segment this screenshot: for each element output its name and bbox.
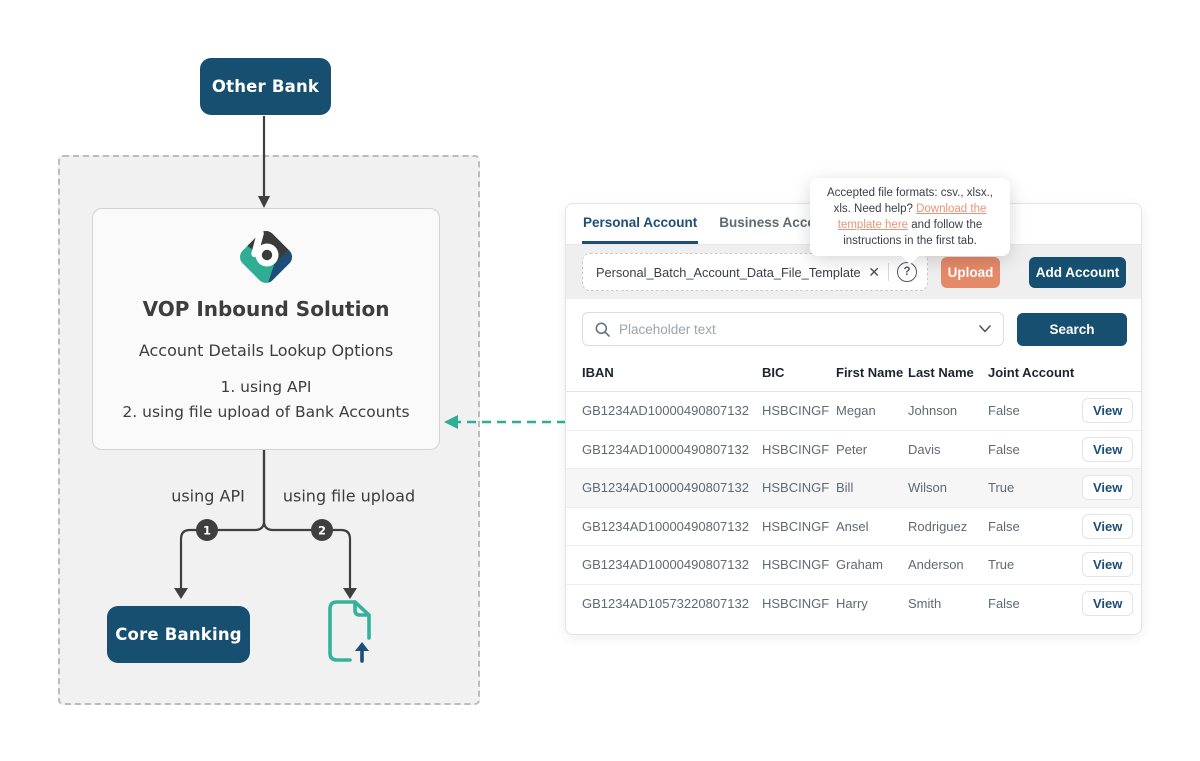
header-bic: BIC — [762, 365, 785, 380]
cell-bic: HSBCINGF — [762, 518, 830, 534]
cell-last-name: Davis — [908, 441, 941, 457]
chevron-down-icon[interactable] — [979, 325, 991, 333]
header-iban: IBAN — [582, 365, 614, 380]
table-row: GB1234AD10000490807132 HSBCINGF Peter Da… — [566, 431, 1141, 469]
view-button[interactable]: View — [1082, 436, 1134, 462]
help-icon[interactable]: ? — [897, 262, 917, 282]
table-row: GB1234AD10573220807132 HSBCINGF Harry Sm… — [566, 585, 1141, 624]
table-row: GB1234AD10000490807132 HSBCINGF Megan Jo… — [566, 392, 1141, 431]
header-first-name: First Name — [836, 365, 904, 380]
search-icon — [595, 322, 610, 337]
table-header-row: IBAN BIC First Name Last Name Joint Acco… — [566, 346, 1141, 392]
cell-first-name: Harry — [836, 596, 868, 612]
table-row: GB1234AD10000490807132 HSBCINGF Ansel Ro… — [566, 508, 1141, 546]
table-row: GB1234AD10000490807132 HSBCINGF Graham A… — [566, 546, 1141, 585]
view-button[interactable]: View — [1082, 552, 1134, 578]
cell-iban: GB1234AD10000490807132 — [582, 518, 749, 534]
file-upload-icon — [328, 600, 371, 663]
vop-solution-box: VOP Inbound Solution Account Details Loo… — [92, 208, 440, 450]
cell-bic: HSBCINGF — [762, 557, 830, 573]
cell-first-name: Ansel — [836, 518, 869, 534]
search-input[interactable]: Placeholder text — [582, 312, 1004, 346]
search-placeholder: Placeholder text — [619, 321, 716, 337]
cell-bic: HSBCINGF — [762, 596, 830, 612]
branch-label-using-api: using API — [171, 486, 245, 506]
divider — [888, 263, 889, 281]
cell-joint-account: False — [988, 403, 1020, 419]
view-button[interactable]: View — [1082, 591, 1134, 617]
cell-first-name: Megan — [836, 403, 876, 419]
tab-business-account-label: Business Account — [719, 215, 837, 230]
accounts-panel: Personal Account Business Account Person… — [565, 203, 1142, 635]
remove-file-icon[interactable]: ✕ — [868, 264, 880, 280]
view-button[interactable]: View — [1082, 513, 1134, 539]
cell-first-name: Peter — [836, 441, 868, 457]
tab-business-account[interactable]: Business Account — [718, 204, 837, 244]
cell-joint-account: False — [988, 596, 1020, 612]
header-joint-account: Joint Account — [988, 365, 1075, 380]
cell-iban: GB1234AD10000490807132 — [582, 480, 749, 496]
core-banking-node: Core Banking — [107, 606, 250, 663]
selected-file-chip: Personal_Batch_Account_Data_File_Templat… — [582, 253, 928, 291]
other-bank-label: Other Bank — [211, 77, 320, 96]
cell-last-name: Wilson — [908, 480, 948, 496]
solution-option-1: 1. using API — [220, 378, 312, 396]
vop-logo-icon — [236, 227, 296, 287]
solution-option-2: 2. using file upload of Bank Accounts — [122, 403, 410, 421]
tab-personal-account[interactable]: Personal Account — [582, 204, 699, 244]
search-row: Placeholder text Search — [566, 299, 1141, 346]
cell-last-name: Smith — [908, 596, 942, 612]
view-button[interactable]: View — [1082, 398, 1134, 424]
accounts-table: IBAN BIC First Name Last Name Joint Acco… — [566, 346, 1141, 623]
solution-options: 1. using API 2. using file upload of Ban… — [122, 375, 409, 425]
cell-joint-account: False — [988, 518, 1020, 534]
cell-bic: HSBCINGF — [762, 441, 830, 457]
cell-joint-account: True — [988, 480, 1015, 496]
solution-title: VOP Inbound Solution — [142, 297, 390, 321]
header-last-name: Last Name — [908, 365, 974, 380]
upload-button[interactable]: Upload — [941, 256, 1000, 288]
table-body: GB1234AD10000490807132 HSBCINGF Megan Jo… — [566, 392, 1141, 623]
download-template-link[interactable]: Download the template here — [837, 203, 987, 231]
cell-last-name: Anderson — [908, 557, 964, 573]
cell-joint-account: False — [988, 441, 1020, 457]
cell-last-name: Johnson — [908, 403, 958, 419]
cell-first-name: Graham — [836, 557, 883, 573]
cell-iban: GB1234AD10573220807132 — [582, 596, 749, 612]
cell-joint-account: True — [988, 557, 1015, 573]
cell-last-name: Rodriguez — [908, 518, 968, 534]
solution-subtitle: Account Details Lookup Options — [138, 341, 394, 360]
view-button[interactable]: View — [1082, 475, 1134, 501]
branch-label-using-file-upload: using file upload — [282, 486, 416, 506]
add-account-button[interactable]: Add Account — [1029, 256, 1126, 288]
table-row: GB1234AD10000490807132 HSBCINGF Bill Wil… — [566, 469, 1141, 508]
cell-iban: GB1234AD10000490807132 — [582, 441, 749, 457]
tab-personal-account-label: Personal Account — [583, 215, 698, 230]
cell-bic: HSBCINGF — [762, 403, 830, 419]
other-bank-node: Other Bank — [200, 58, 331, 115]
cell-iban: GB1234AD10000490807132 — [582, 557, 749, 573]
selected-file-name: Personal_Batch_Account_Data_File_Templat… — [596, 264, 861, 280]
tooltip-text-before: Accepted file formats: csv., xlsx., xls.… — [827, 187, 993, 215]
search-button[interactable]: Search — [1017, 312, 1127, 346]
cell-bic: HSBCINGF — [762, 480, 830, 496]
core-banking-label: Core Banking — [115, 625, 242, 644]
cell-iban: GB1234AD10000490807132 — [582, 403, 749, 419]
cell-first-name: Bill — [836, 480, 854, 496]
tooltip-text-after: and follow the instructions in the first… — [843, 219, 983, 247]
upload-help-tooltip: Accepted file formats: csv., xlsx., xls.… — [810, 178, 1010, 256]
